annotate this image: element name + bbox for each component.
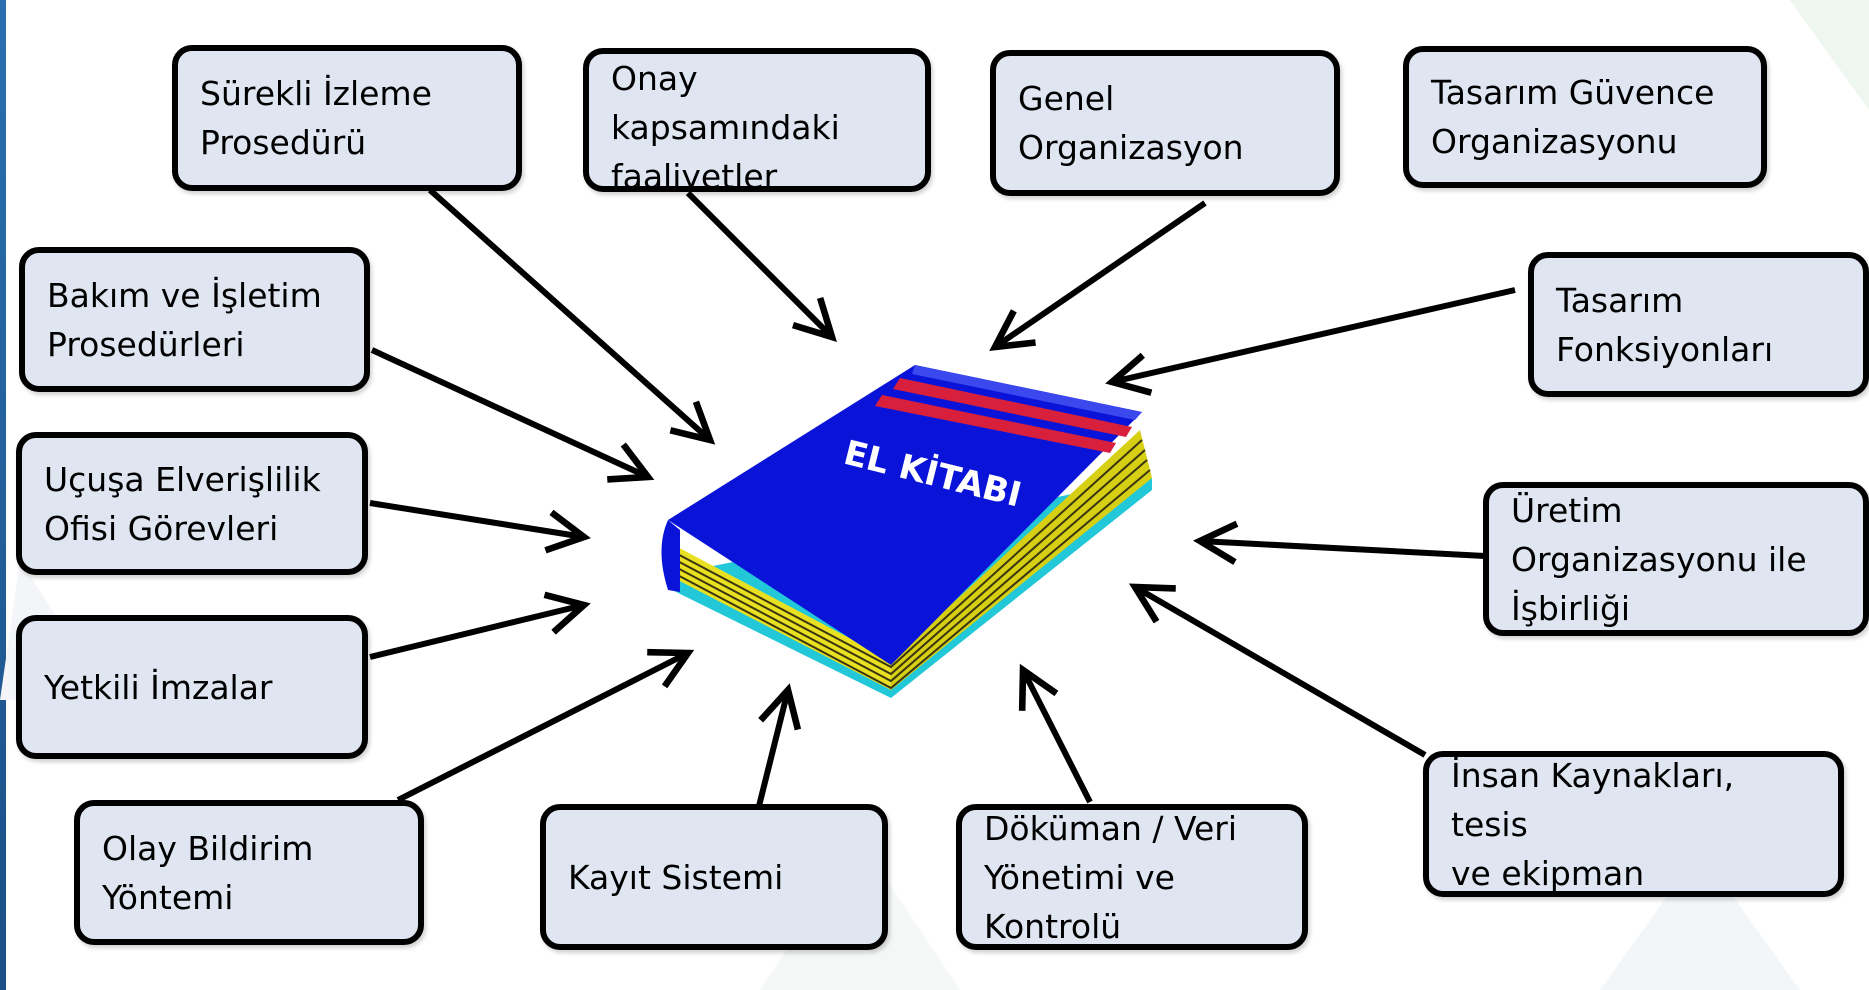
box-label: Döküman / Veri Yönetimi ve Kontrolü <box>984 808 1238 946</box>
box-ucusa-elverislilik: Uçuşa Elverişlilik Ofisi Görevleri <box>16 432 368 575</box>
box-yetkili-imzalar: Yetkili İmzalar <box>16 615 368 759</box>
arrow-dokuman <box>1018 663 1093 804</box>
book-stripe-2 <box>875 395 1116 453</box>
box-insan-kaynaklari: İnsan Kaynakları, tesis ve ekipman <box>1423 751 1844 897</box>
arrow-bakim <box>370 347 655 483</box>
box-label: Onay kapsamındaki faaliyetler <box>611 59 840 192</box>
box-label: Olay Bildirim Yöntemi <box>102 828 314 917</box>
arrow-genel <box>989 200 1207 351</box>
book-cover-highlight <box>912 365 1142 420</box>
arrow-surekli <box>428 187 716 445</box>
slide-left-edge <box>0 0 6 990</box>
arrow-uretim <box>1192 520 1486 565</box>
arrow-ucusa <box>369 500 591 554</box>
box-label: Üretim Organizasyonu ile İşbirliği <box>1511 490 1807 628</box>
arrow-fonksiyon <box>1105 287 1516 396</box>
box-label: Tasarım Fonksiyonları <box>1556 280 1774 369</box>
arrow-kayit <box>756 683 802 807</box>
box-onay-kapsami: Onay kapsamındaki faaliyetler <box>583 48 931 192</box>
box-label: Kayıt Sistemi <box>568 857 784 897</box>
box-label: Uçuşa Elverişlilik Ofisi Görevleri <box>44 459 321 548</box>
box-bakim-isletim: Bakım ve İşletim Prosedürleri <box>19 247 370 392</box>
box-tasarim-fonksiyonlari: Tasarım Fonksiyonları <box>1528 252 1869 397</box>
arrow-insan <box>1128 583 1427 758</box>
box-label: Sürekli İzleme Prosedürü <box>200 74 432 162</box>
box-olay-bildirim: Olay Bildirim Yöntemi <box>74 800 424 945</box>
box-label: Genel Organizasyon <box>1018 79 1244 167</box>
book-cover <box>668 365 1142 665</box>
arrow-olay <box>396 648 695 803</box>
box-label: Tasarım Güvence Organizasyonu <box>1431 73 1715 161</box>
box-kayit-sistemi: Kayıt Sistemi <box>540 804 888 950</box>
book-spine <box>661 520 680 592</box>
box-genel-organizasyon: Genel Organizasyon <box>990 50 1340 196</box>
arrow-yetkili <box>369 591 591 660</box>
arrow-onay <box>685 190 837 342</box>
box-label: Bakım ve İşletim Prosedürleri <box>47 275 322 364</box>
box-uretim-organizasyonu: Üretim Organizasyonu ile İşbirliği <box>1483 482 1869 636</box>
box-label: Yetkili İmzalar <box>44 667 273 707</box>
box-surekli-izleme: Sürekli İzleme Prosedürü <box>172 45 522 191</box>
box-label: İnsan Kaynakları, tesis ve ekipman <box>1451 755 1735 893</box>
box-tasarim-guvence: Tasarım Güvence Organizasyonu <box>1403 46 1767 188</box>
book-stripe-1 <box>893 378 1132 437</box>
box-dokuman-veri: Döküman / Veri Yönetimi ve Kontrolü <box>956 804 1308 950</box>
